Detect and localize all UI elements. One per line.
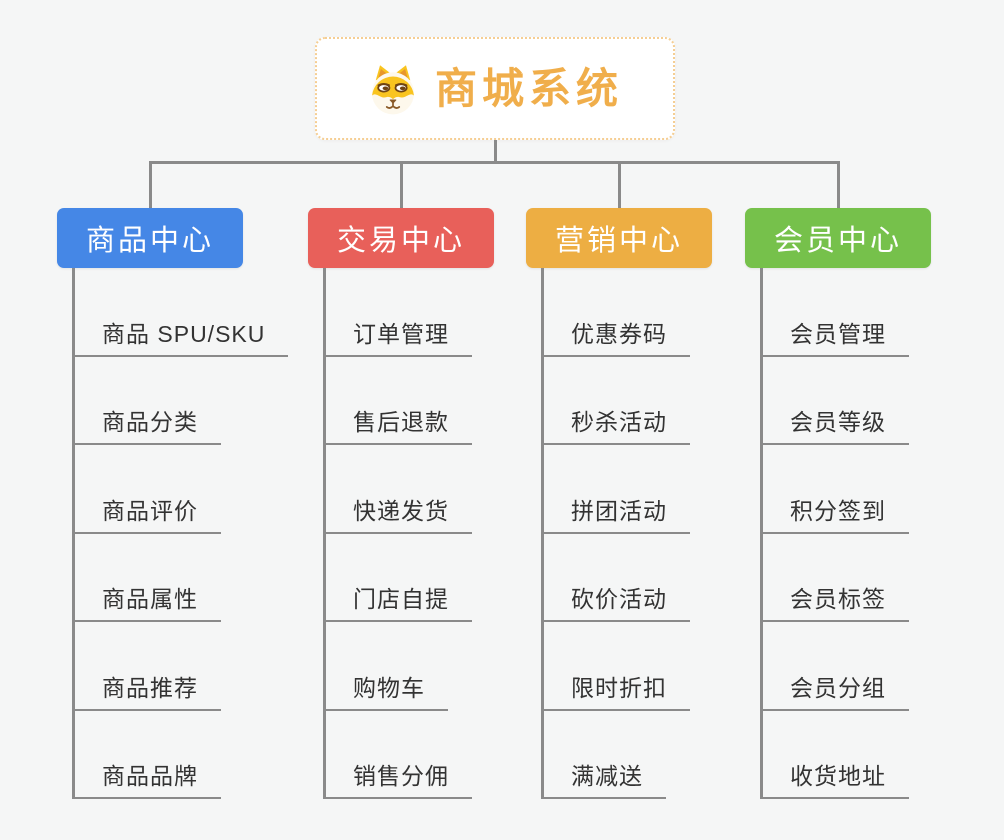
leaf-item[interactable]: 满减送 [541,711,690,799]
leaf-item-label: 会员标签 [760,585,909,622]
leaf-item-label: 会员分组 [760,674,909,711]
leaf-item[interactable]: 商品品牌 [72,711,288,799]
leaf-item-label: 商品推荐 [72,674,221,711]
leaf-item[interactable]: 会员分组 [760,622,909,711]
leaf-item[interactable]: 售后退款 [323,357,472,445]
connector-drop-trade-center [399,161,403,208]
leaf-item-label: 商品品牌 [72,762,221,799]
leaf-item[interactable]: 限时折扣 [541,622,690,711]
leaf-item[interactable]: 砍价活动 [541,534,690,622]
connector-trunk-trade-center [323,268,326,799]
leaf-list-product-center: 商品 SPU/SKU 商品分类商品评价商品属性商品推荐商品品牌 [72,268,289,799]
leaf-item[interactable]: 会员等级 [760,357,909,445]
leaf-item-label: 商品分类 [72,408,221,445]
leaf-item[interactable]: 快递发货 [323,445,472,534]
connector-drop-marketing-center [617,161,621,208]
leaf-item-label: 商品评价 [72,497,221,534]
leaf-list-trade-center: 订单管理售后退款快递发货门店自提购物车销售分佣 [323,268,472,799]
leaf-item-label: 拼团活动 [541,497,690,534]
leaf-item[interactable]: 商品属性 [72,534,288,622]
leaf-item[interactable]: 拼团活动 [541,445,690,534]
leaf-item[interactable]: 商品推荐 [72,622,288,711]
leaf-item-label: 限时折扣 [541,674,690,711]
leaf-item[interactable]: 销售分佣 [323,711,472,799]
leaf-item-label: 砍价活动 [541,585,690,622]
leaf-item[interactable]: 会员管理 [760,268,909,357]
connector-rail [148,161,840,164]
leaf-item-label: 会员管理 [760,320,909,357]
leaf-item[interactable]: 商品 SPU/SKU [72,268,289,357]
leaf-item-label: 满减送 [541,762,666,799]
connector-root-stub [493,140,497,161]
leaf-item-label: 积分签到 [760,497,909,534]
branch-header-trade-center[interactable]: 交易中心 [308,208,494,268]
leaf-item[interactable]: 会员标签 [760,534,909,622]
root-title: 商城系统 [434,64,623,112]
branch-header-member-center[interactable]: 会员中心 [745,208,931,268]
leaf-item[interactable]: 积分签到 [760,445,909,534]
connector-trunk-member-center [760,268,763,799]
leaf-item-label: 会员等级 [760,408,909,445]
shiba-dog-icon [367,62,419,116]
connector-trunk-product-center [72,268,75,799]
leaf-item[interactable]: 购物车 [323,622,472,711]
leaf-list-member-center: 会员管理会员等级积分签到会员标签会员分组收货地址 [760,268,909,799]
leaf-item-label: 销售分佣 [323,762,472,799]
leaf-item-label: 优惠券码 [541,320,690,357]
leaf-item[interactable]: 优惠券码 [541,268,690,357]
root-node-mall-system[interactable]: 商城系统 [315,37,675,140]
leaf-item-label: 秒杀活动 [541,408,690,445]
leaf-item[interactable]: 门店自提 [323,534,472,622]
connector-drop-product-center [148,161,152,208]
leaf-item-label: 购物车 [323,674,448,711]
leaf-item[interactable]: 订单管理 [323,268,472,357]
leaf-item-label: 门店自提 [323,585,472,622]
leaf-item-label: 收货地址 [760,762,909,799]
leaf-item[interactable]: 秒杀活动 [541,357,690,445]
leaf-item-label: 商品 SPU/SKU [72,320,289,357]
leaf-item-label: 售后退款 [323,408,472,445]
leaf-item[interactable]: 商品分类 [72,357,288,445]
leaf-item-label: 商品属性 [72,585,221,622]
branch-header-product-center[interactable]: 商品中心 [57,208,243,268]
leaf-item-label: 订单管理 [323,320,472,357]
branch-header-marketing-center[interactable]: 营销中心 [526,208,712,268]
connector-trunk-marketing-center [541,268,544,799]
connector-drop-member-center [836,161,840,208]
leaf-list-marketing-center: 优惠券码秒杀活动拼团活动砍价活动限时折扣满减送 [541,268,690,799]
leaf-item-label: 快递发货 [323,497,472,534]
leaf-item[interactable]: 商品评价 [72,445,288,534]
leaf-item[interactable]: 收货地址 [760,711,909,799]
